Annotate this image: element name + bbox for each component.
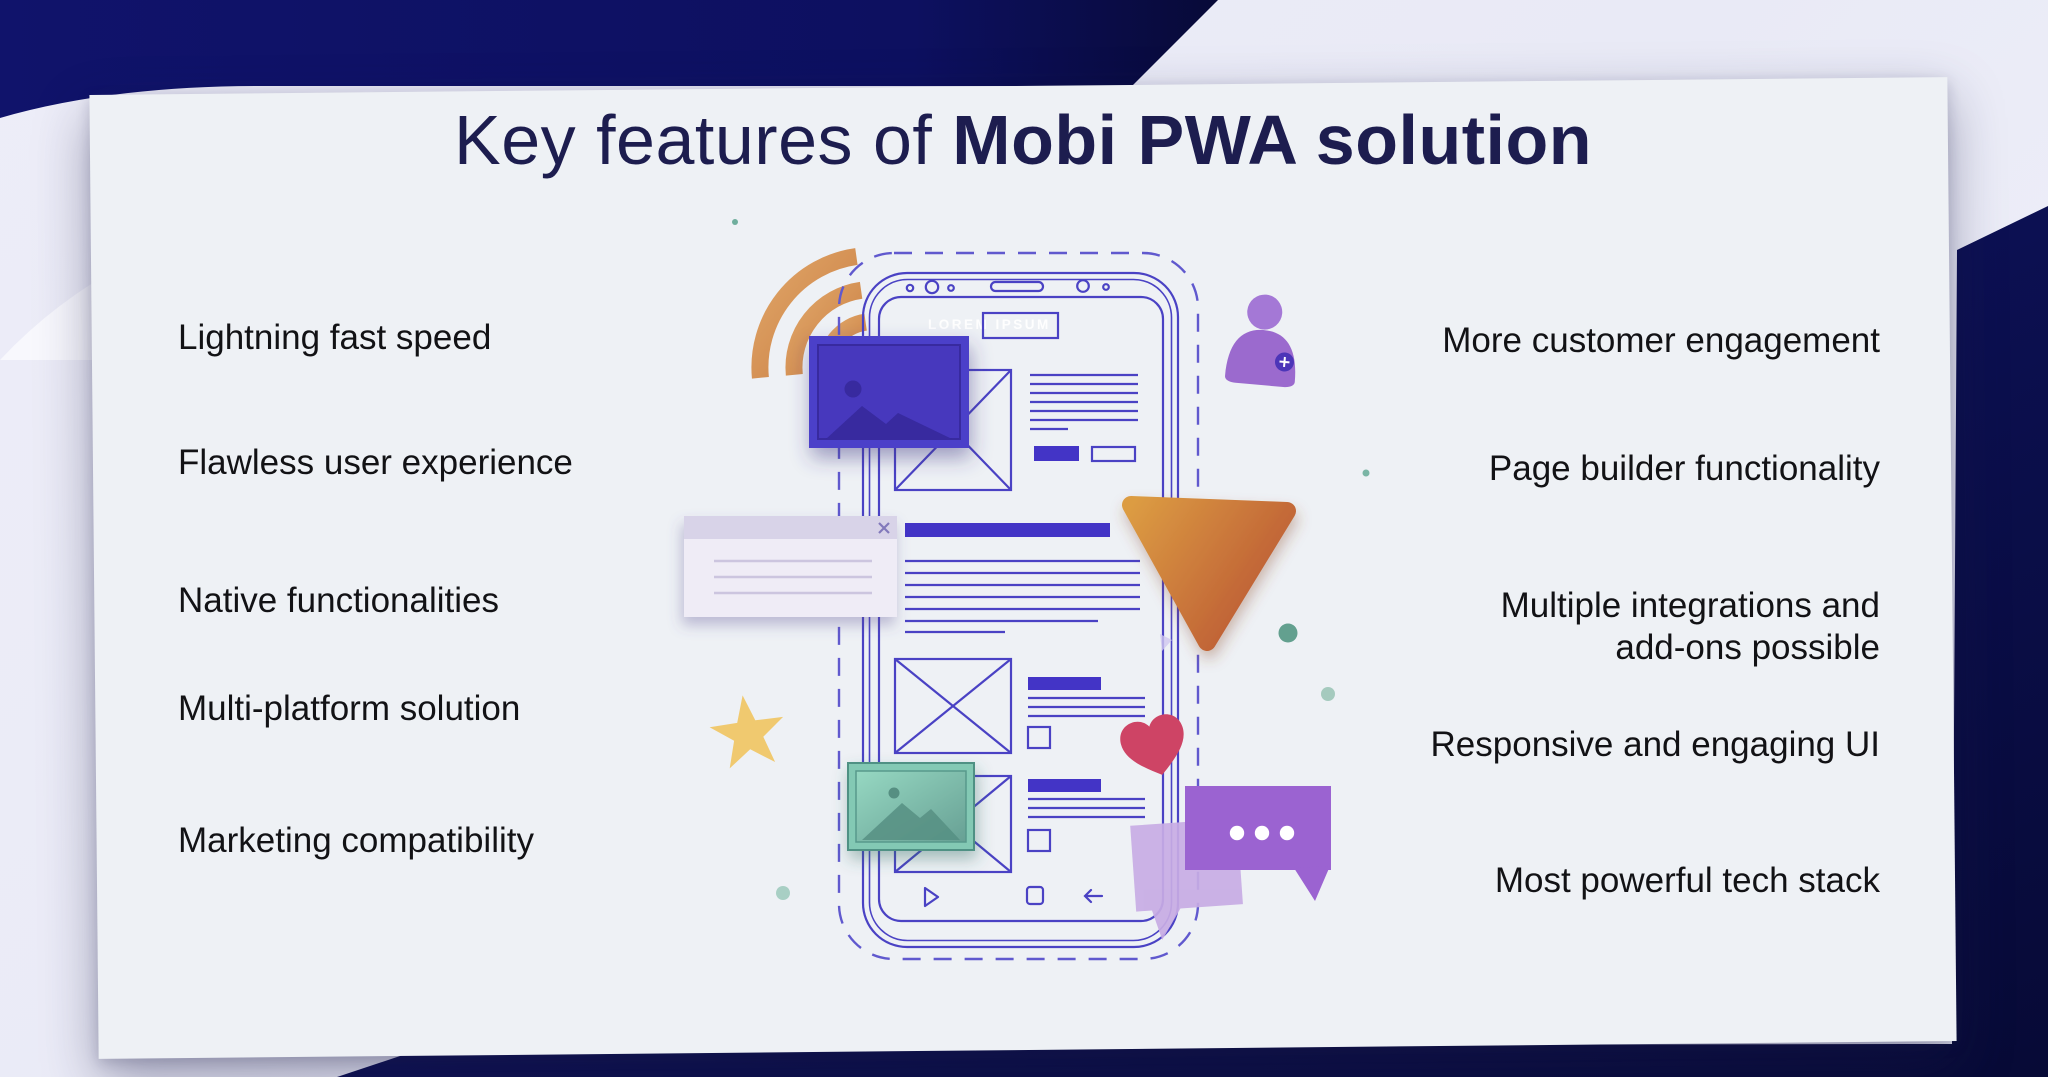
feature-label: Marketing compatibility	[178, 821, 534, 860]
feature-label: Multi-platform solution	[178, 689, 521, 728]
feature-left-3: Native functionalities	[178, 580, 499, 622]
feature-left-1: Lightning fast speed	[178, 317, 491, 359]
page-title: Key features of Mobi PWA solution	[94, 100, 1952, 181]
feature-right-2: Page builder functionality	[1489, 448, 1880, 490]
user-add-icon	[1225, 294, 1296, 388]
decorative-dots	[732, 219, 1370, 900]
camera-speaker-icons	[905, 279, 1110, 295]
image-box-2	[893, 657, 1013, 755]
chat-bubble-icon	[1130, 786, 1331, 940]
text-lines-3	[1028, 696, 1145, 718]
phone-logo-text: LOREM IPSUM	[928, 317, 1051, 332]
star-icon	[709, 695, 784, 769]
heart-icon	[1120, 714, 1184, 775]
checkbox-2	[1026, 828, 1052, 853]
text-lines-2	[905, 559, 1140, 634]
lilac-speck	[1160, 634, 1172, 651]
toast-notification	[684, 516, 897, 617]
feature-right-1: More customer engagement	[1442, 320, 1880, 362]
triangle-shape	[1122, 496, 1296, 651]
feature-label: More customer engagement	[1442, 321, 1880, 360]
feature-label: Native functionalities	[178, 581, 499, 620]
home-square-icon	[1025, 885, 1045, 906]
feature-label: Responsive and engaging UI	[1430, 725, 1880, 764]
image-placeholder-teal	[847, 762, 975, 851]
heading-bar-3	[1028, 677, 1101, 690]
text-lines-4	[1028, 797, 1145, 819]
feature-label: Page builder functionality	[1488, 449, 1880, 488]
title-regular: Key features of	[454, 101, 953, 179]
text-lines-1	[1030, 373, 1138, 431]
navy-top-band	[0, 0, 1218, 118]
button-outline	[1090, 445, 1137, 463]
checkbox-1	[1026, 725, 1052, 750]
play-icon	[923, 886, 940, 908]
heading-bar-2	[905, 523, 1110, 537]
feature-left-4: Multi-platform solution	[178, 688, 520, 730]
feature-label: Most powerful tech stack	[1494, 861, 1880, 900]
feature-left-2: Flawless user experience	[178, 442, 573, 484]
button-filled	[1034, 446, 1079, 461]
heading-bar-4	[1028, 779, 1101, 792]
feature-label: add-ons possible	[1615, 628, 1880, 667]
feature-label: Flawless user experience	[178, 443, 573, 482]
close-icon	[878, 522, 890, 534]
back-arrow-icon	[1083, 888, 1104, 904]
feature-right-5: Most powerful tech stack	[1495, 860, 1880, 902]
image-placeholder-purple	[809, 336, 969, 448]
feature-label: Lightning fast speed	[178, 318, 492, 357]
feature-right-3: Multiple integrations and add-ons possib…	[1501, 585, 1880, 669]
phone-illustration: LOREM IPSUM	[684, 219, 1370, 961]
feature-left-5: Marketing compatibility	[178, 820, 534, 862]
title-bold: Mobi PWA solution	[952, 101, 1592, 179]
feature-label: Multiple integrations and	[1500, 586, 1880, 625]
feature-right-4: Responsive and engaging UI	[1431, 724, 1880, 766]
